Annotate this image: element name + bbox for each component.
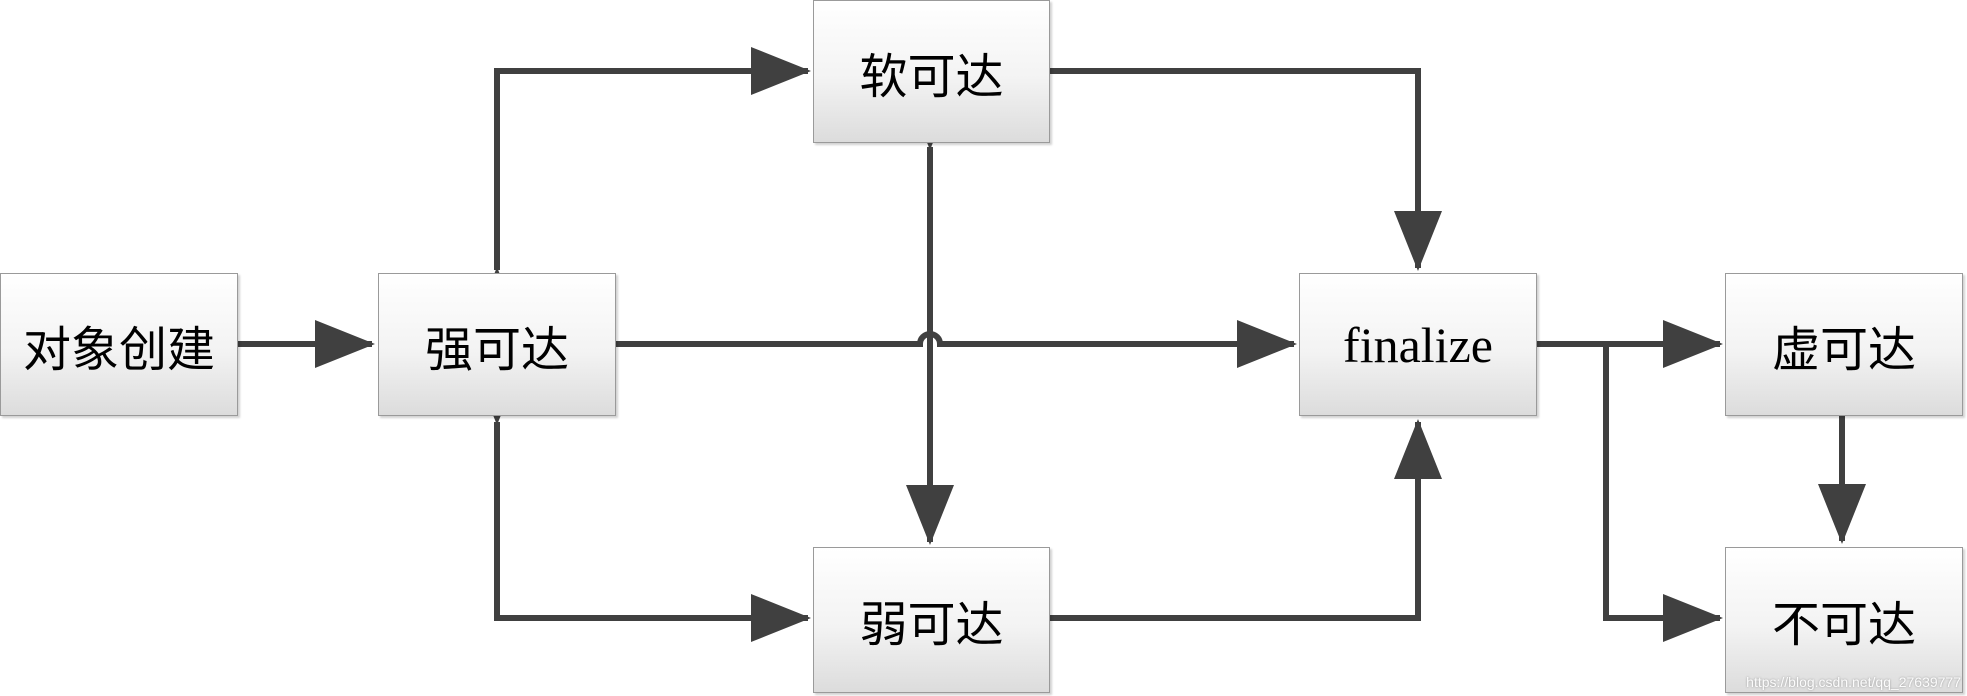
node-strongly-reachable: 强可达 xyxy=(378,273,616,416)
edge-strong-to-finalize xyxy=(614,320,1297,368)
node-phantom-reachable: 虚可达 xyxy=(1725,273,1963,416)
edge-strong-weak-bidirectional xyxy=(473,365,811,642)
node-softly-reachable: 软可达 xyxy=(813,0,1050,143)
edge-soft-to-finalize xyxy=(1048,68,1442,271)
edge-finalize-to-unreachable xyxy=(1603,344,1723,642)
node-unreachable: 不可达 xyxy=(1725,547,1963,693)
node-finalize: finalize xyxy=(1299,273,1537,416)
node-object-created: 对象创建 xyxy=(0,273,238,416)
edge-weak-to-finalize xyxy=(1048,419,1442,621)
edge-strong-soft-bidirectional xyxy=(473,47,811,327)
watermark-text: https://blog.csdn.net/qq_27639777 xyxy=(1746,674,1961,690)
node-weakly-reachable: 弱可达 xyxy=(813,547,1050,693)
